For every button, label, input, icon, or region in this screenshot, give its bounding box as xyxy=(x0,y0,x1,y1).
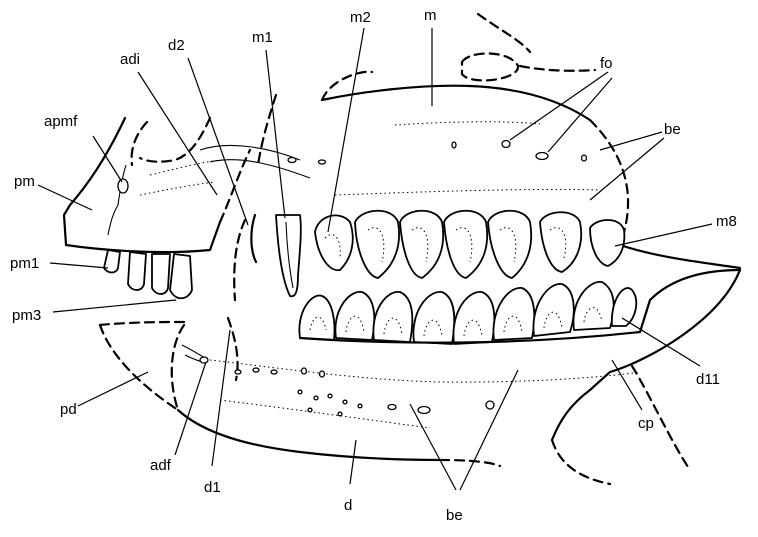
dentary-foramina xyxy=(234,139,588,417)
upper-tooth-row xyxy=(314,209,626,279)
label-adf: adf xyxy=(150,457,172,474)
label-d11: d11 xyxy=(696,371,720,388)
lower-tooth-row xyxy=(298,281,638,345)
labels: m m1 m2 d2 adi fo apmf pm be m8 pm1 pm3 … xyxy=(10,7,737,524)
diastema-lines xyxy=(199,93,327,302)
label-m: m xyxy=(424,7,437,24)
label-fo: fo xyxy=(600,55,613,72)
label-m1: m1 xyxy=(252,29,273,46)
label-cp: cp xyxy=(638,415,654,432)
label-m8: m8 xyxy=(716,213,737,230)
label-apmf: apmf xyxy=(44,113,78,130)
label-m2: m2 xyxy=(350,9,371,26)
label-pm1: pm1 xyxy=(10,255,39,272)
label-be-upper: be xyxy=(664,121,681,138)
maxilla-outline xyxy=(320,12,742,270)
pm3-tooth xyxy=(169,253,193,300)
label-pm3: pm3 xyxy=(12,307,41,324)
premaxilla-outline xyxy=(62,116,252,300)
label-be-lower: be xyxy=(446,507,463,524)
pm3a-tooth xyxy=(151,253,171,295)
label-pd: pd xyxy=(60,401,77,418)
label-d2: d2 xyxy=(168,37,185,54)
pm2-tooth xyxy=(127,251,147,291)
label-d: d xyxy=(344,497,352,514)
label-d1: d1 xyxy=(204,479,221,496)
dentary-outline xyxy=(98,268,742,486)
label-adi: adi xyxy=(120,51,140,68)
pm1-tooth xyxy=(103,249,121,274)
leader-lines xyxy=(37,27,713,491)
label-pm: pm xyxy=(14,173,35,190)
